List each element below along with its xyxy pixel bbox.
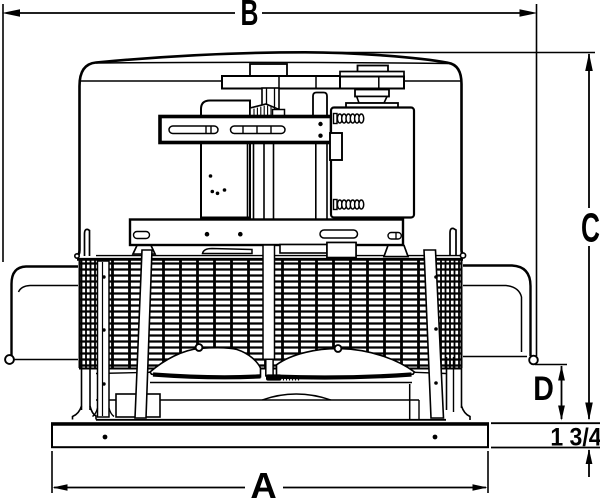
svg-text:1 3/4: 1 3/4 [550, 424, 600, 452]
svg-text:A: A [250, 465, 276, 498]
svg-text:B: B [241, 0, 259, 33]
svg-text:C: C [581, 206, 600, 251]
svg-text:D: D [533, 370, 554, 408]
